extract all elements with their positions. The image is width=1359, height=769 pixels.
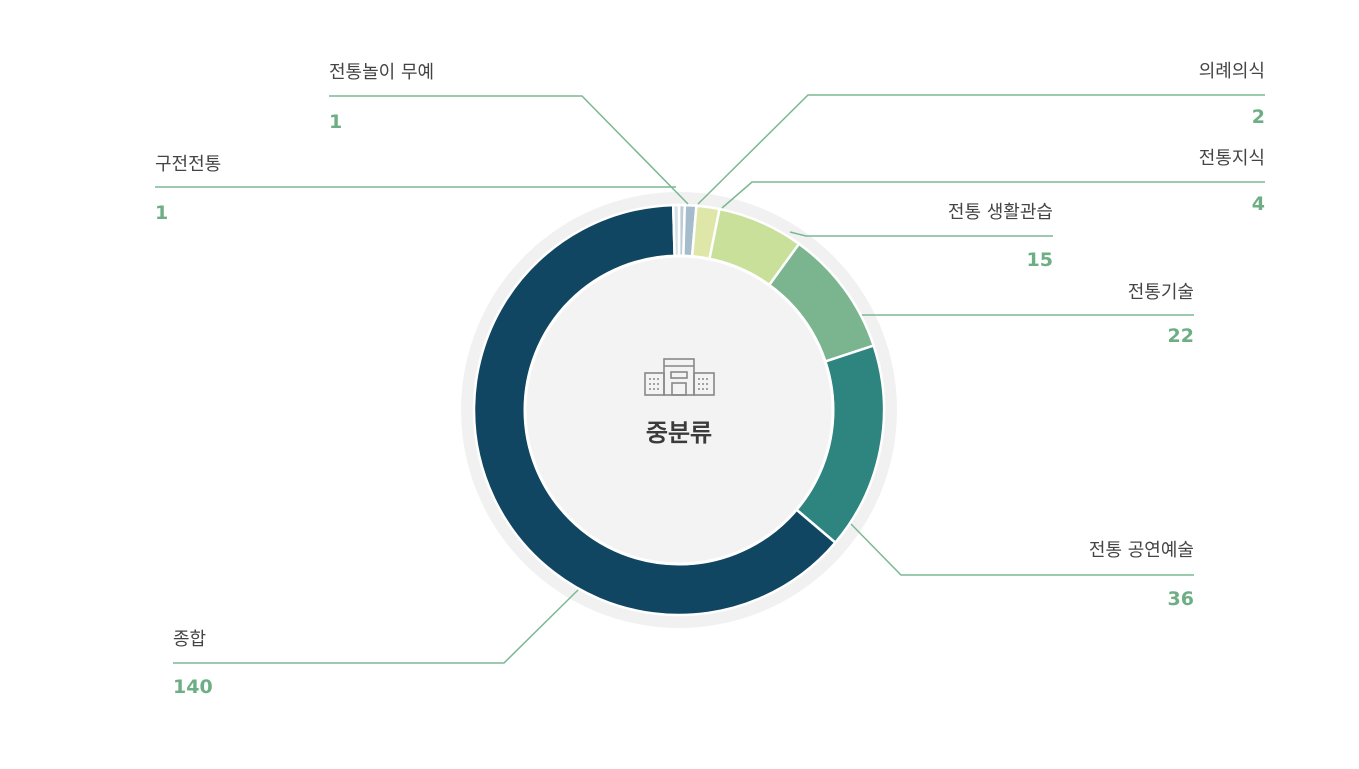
slice-value-1: 2 <box>1252 106 1265 128</box>
slice-label-2: 전통지식 <box>1199 148 1265 169</box>
annotations-group: 전통놀이 무예 1 의례의식 2 전통지식 4 전통 생활관습 15 전통기술 22 전통 공연예술… <box>155 61 1265 698</box>
inner-circle <box>523 254 835 566</box>
slice-label-7: 구전전통 <box>155 154 221 175</box>
leader-line-1 <box>697 94 1265 205</box>
slice-value-3: 15 <box>1027 249 1053 271</box>
slice-value-4: 22 <box>1168 325 1194 347</box>
slice-label-5: 전통 공연예술 <box>1089 540 1194 561</box>
building-icon <box>644 358 715 396</box>
slice-value-6: 140 <box>173 676 213 698</box>
slice-label-3: 전통 생활관습 <box>948 202 1053 223</box>
slice-value-2: 4 <box>1252 193 1265 215</box>
slice-label-4: 전통기술 <box>1128 282 1194 303</box>
slice-label-6: 종합 <box>173 629 206 650</box>
slice-label-1: 의례의식 <box>1199 61 1265 82</box>
center-label: 중분류 <box>646 419 712 447</box>
leader-line-3 <box>789 231 1053 237</box>
leader-line-2 <box>721 181 1265 209</box>
slice-value-5: 36 <box>1168 588 1194 610</box>
slice-value-7: 1 <box>155 202 168 224</box>
leader-line-0 <box>329 95 689 205</box>
leader-line-5 <box>850 523 1194 576</box>
leader-line-6 <box>173 589 579 664</box>
slice-label-0: 전통놀이 무예 <box>329 62 434 83</box>
slice-value-0: 1 <box>329 111 342 133</box>
slice-7 <box>671 203 681 258</box>
